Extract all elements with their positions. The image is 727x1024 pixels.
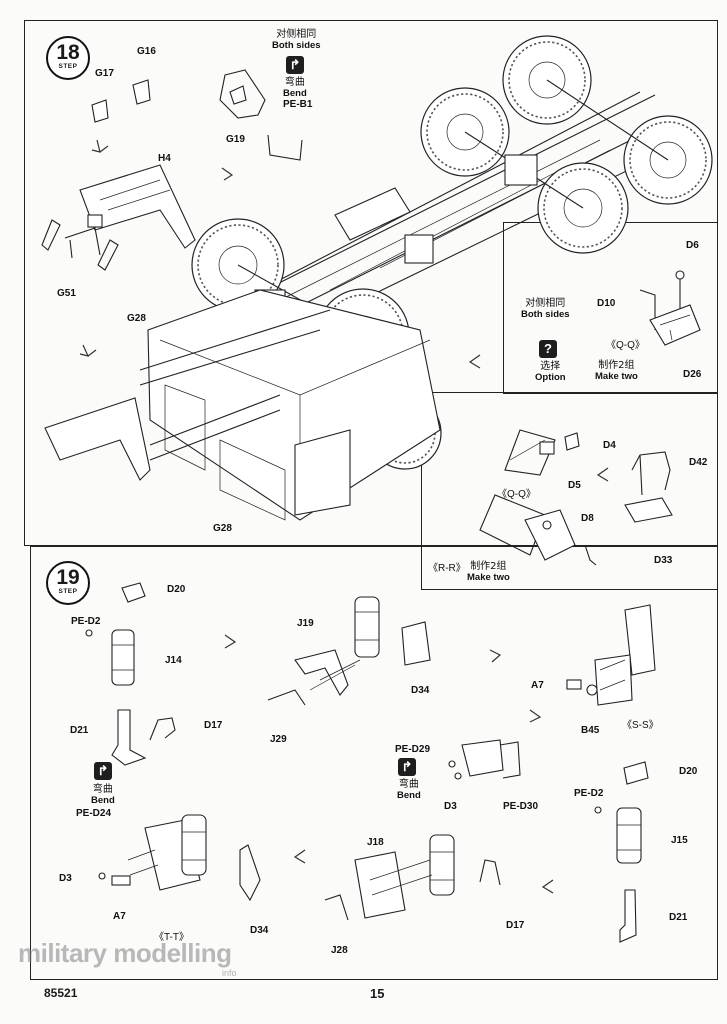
inset-rr-view-r: 《R-R》 [428,563,466,574]
step18-badge: 18 STEP [46,36,90,80]
inset-qq-make-two-cn: 制作2组 [598,360,635,371]
part-label-d21-left: D21 [70,725,89,736]
part-label-g17: G17 [95,68,114,79]
step19-bend2-cn: 弯曲 [398,779,419,790]
part-label-g28-bottom: G28 [213,523,232,534]
step19-bend1-label: 弯曲 Bend [91,784,115,806]
step18-both-sides-en: Both sides [272,39,321,51]
inset-qq-option-en: Option [535,371,566,383]
inset-rr-view-q: 《Q-Q》 [497,489,536,500]
bend-icon: ↱ [286,56,304,74]
inset-qq-option-cn: 选择 [540,361,561,372]
part-label-pe-b1: PE-B1 [283,99,313,110]
step18-both-sides-cn: 对侧相同 [276,29,317,40]
part-label-d20-left: D20 [167,584,186,595]
step19-bend1-en: Bend [91,794,115,806]
part-label-pe-d29: PE-D29 [395,744,431,755]
part-label-d34-top: D34 [411,685,430,696]
bend-icon: ↱ [398,758,416,776]
step19-number: 19 [56,566,80,589]
part-label-j18: J18 [367,837,384,848]
inset-rr-drawing [479,429,673,566]
part-label-j28: J28 [331,945,348,956]
part-label-pe-d2-left: PE-D2 [71,616,101,627]
step19-drawing [85,582,656,943]
part-label-d3-left: D3 [59,873,72,884]
step19-bend2-label: 弯曲 Bend [397,779,421,801]
part-label-d21-right: D21 [669,912,688,923]
step19-view-ss: 《S-S》 [622,720,659,731]
part-label-pe-d24: PE-D24 [76,808,112,819]
inset-qq-view-label: 《Q-Q》 [606,340,645,351]
step19-bend1-cn: 弯曲 [92,784,113,795]
step18-both-sides-label: 对侧相同 Both sides [272,29,321,51]
part-label-j19: J19 [297,618,314,629]
inset-qq-make-two-label: 制作2组 Make two [595,360,638,382]
inset-qq-drawing [639,270,701,346]
step19-word: STEP [58,588,78,595]
part-label-g51: G51 [57,288,76,299]
part-label-d42: D42 [689,457,708,468]
part-label-d6: D6 [686,240,699,251]
part-label-g16: G16 [137,46,156,57]
step18-word: STEP [58,63,78,70]
part-label-a7-left: A7 [113,911,126,922]
part-label-j14: J14 [165,655,182,666]
inset-qq-both-sides-cn: 对侧相同 [525,298,566,309]
step19-view-tt: 《T-T》 [154,932,189,943]
part-label-d34-bottom: D34 [250,925,269,936]
part-label-pe-d2-right: PE-D2 [574,788,604,799]
part-label-h4: H4 [158,153,171,164]
part-label-j29: J29 [270,734,287,745]
inset-rr-make-two-cn: 制作2组 [470,561,507,572]
inset-qq-both-sides-label: 对侧相同 Both sides [521,298,570,320]
part-label-a7-right: A7 [531,680,544,691]
bend-icon: ↱ [94,762,112,780]
step18-bend-cn: 弯曲 [284,77,305,88]
inset-rr-frame [421,392,718,590]
inset-qq-option-label: 选择 Option [535,361,566,383]
part-label-d3-mid: D3 [444,801,457,812]
step19-bend2-en: Bend [397,789,421,801]
inset-rr-make-two-label: 制作2组 Make two [467,561,510,583]
option-icon: ? [539,340,557,358]
part-label-g19: G19 [226,134,245,145]
step19-badge: 19 STEP [46,561,90,605]
part-label-d10: D10 [597,298,616,309]
part-label-d4: D4 [603,440,616,451]
part-label-j15: J15 [671,835,688,846]
step19-frame [30,546,718,980]
inset-rr-make-two-en: Make two [467,571,510,583]
page-number: 15 [370,986,385,1001]
step18-arrows [79,139,609,482]
watermark-suffix: info [222,968,237,978]
part-label-d17-left: D17 [204,720,223,731]
part-label-g28-top: G28 [127,313,146,324]
part-label-d17-bottom: D17 [506,920,525,931]
step18-bend-en: Bend [283,87,307,99]
inset-qq-both-sides-en: Both sides [521,308,570,320]
part-label-d26: D26 [683,369,702,380]
step18-number: 18 [56,41,80,64]
catalog-number: 85521 [44,986,78,1000]
part-label-d8: D8 [581,513,594,524]
step19-arrows [224,634,554,894]
part-label-d20-right: D20 [679,766,698,777]
part-label-d5: D5 [568,480,581,491]
chassis-drawing [41,35,713,521]
inset-qq-make-two-en: Make two [595,370,638,382]
watermark-logo: military modelling [18,938,232,968]
part-label-pe-d30: PE-D30 [503,801,539,812]
part-label-b45: B45 [581,725,600,736]
step18-bend-label: 弯曲 Bend [283,77,307,99]
part-label-d33: D33 [654,555,673,566]
